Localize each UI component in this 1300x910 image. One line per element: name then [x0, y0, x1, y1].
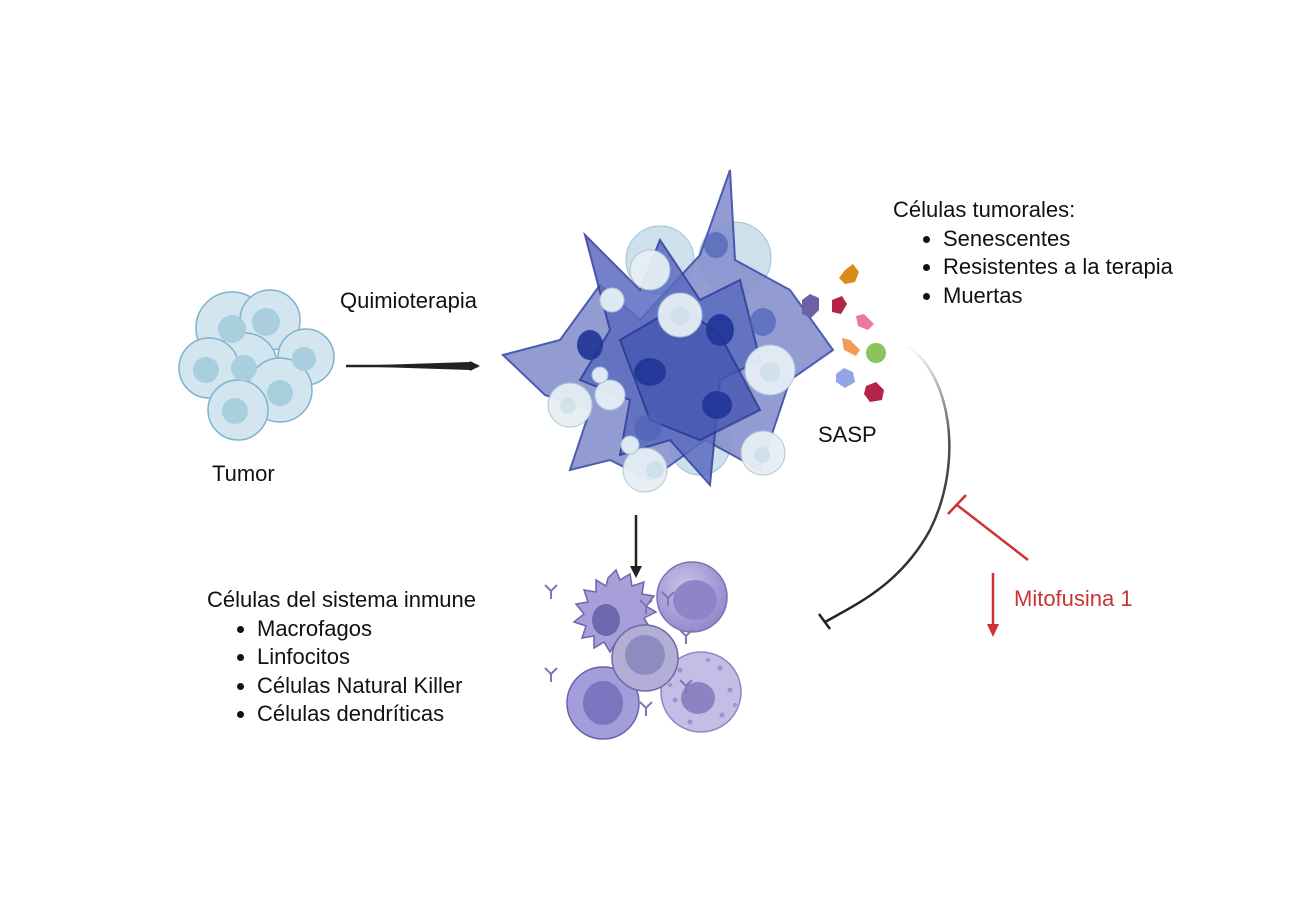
immune-cells-item: Linfocitos [257, 643, 476, 672]
tumor-cells-item: Senescentes [943, 225, 1173, 254]
tumor-cells-item: Muertas [943, 282, 1173, 311]
mitofusin-inhibition-line [956, 504, 1029, 561]
chemotherapy-label: Quimioterapia [340, 288, 477, 313]
tumor-cells-item: Resistentes a la terapia [943, 253, 1173, 282]
senescent-tumor-cells-illustration [501, 169, 835, 493]
tumor-label: Tumor [212, 461, 275, 486]
tumor-cells-list: Células tumorales: Senescentes Resistent… [893, 196, 1173, 310]
immune-cells-title: Células del sistema inmune [207, 587, 477, 612]
tumor-cells-title: Células tumorales: [893, 197, 1076, 222]
immune-cells-illustration [544, 561, 742, 740]
tumor-cluster-illustration [178, 289, 335, 441]
mitofusin-arrow-head [987, 624, 999, 637]
mitofusin-inhibition-bar [947, 494, 967, 515]
down-arrow-head [630, 566, 642, 578]
immune-cells-item: Macrofagos [257, 615, 476, 644]
sasp-label: SASP [818, 422, 877, 447]
mitofusin-label: Mitofusina 1 [1014, 586, 1133, 611]
chemotherapy-arrow-wedge [346, 362, 470, 370]
immune-cells-item: Células Natural Killer [257, 672, 476, 701]
sasp-molecules-illustration [802, 264, 886, 402]
arc-inhibition-bar [817, 613, 832, 630]
immune-cells-list: Células del sistema inmune Macrofagos Li… [207, 586, 476, 729]
sasp-inhibition-arc [824, 343, 951, 624]
immune-cells-item: Células dendríticas [257, 700, 476, 729]
